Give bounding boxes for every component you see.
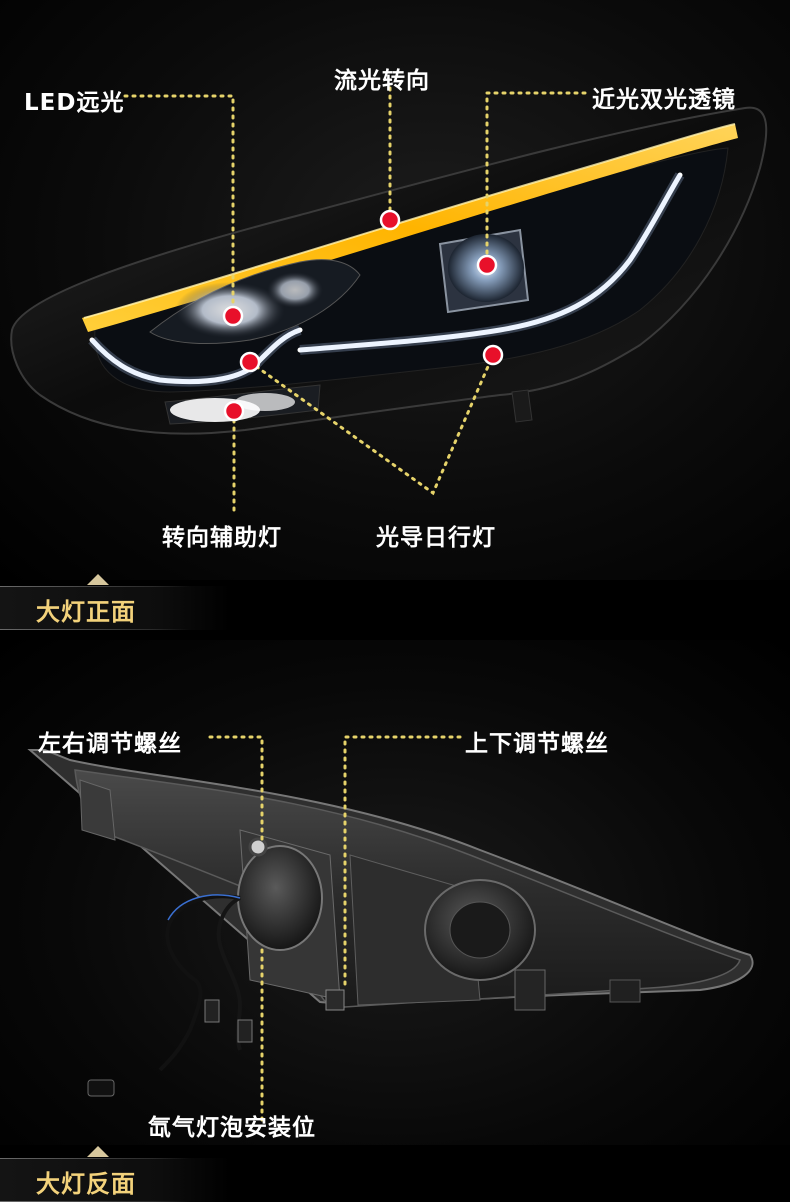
- section-title-back: 大灯反面: [36, 1170, 136, 1198]
- headlight-front-panel: LED远光 流光转向 近光双光透镜 转向辅助灯 光导日行灯: [0, 0, 790, 580]
- callout-drl: 光导日行灯: [376, 525, 496, 551]
- callout-turn-assist: 转向辅助灯: [162, 525, 282, 551]
- callout-dual-lens: 近光双光透镜: [592, 87, 736, 113]
- callout-bulb-mount: 氙气灯泡安装位: [148, 1115, 316, 1141]
- section-banner-front: 大灯正面: [0, 574, 230, 630]
- headlight-front-image: [10, 86, 768, 512]
- section-triangle-icon: [87, 574, 109, 585]
- section-title-front: 大灯正面: [36, 598, 136, 626]
- section-banner-back: 大灯反面: [0, 1146, 230, 1202]
- callout-led-high-beam: LED远光: [24, 90, 125, 116]
- headlight-back-image: [27, 735, 754, 1122]
- callout-ud-adjust-screw: 上下调节螺丝: [465, 731, 609, 757]
- callout-lr-adjust-screw: 左右调节螺丝: [38, 731, 182, 757]
- section-triangle-icon: [87, 1146, 109, 1157]
- callout-flowing-turn: 流光转向: [334, 68, 430, 94]
- headlight-back-panel: 左右调节螺丝 上下调节螺丝 氙气灯泡安装位: [0, 640, 790, 1145]
